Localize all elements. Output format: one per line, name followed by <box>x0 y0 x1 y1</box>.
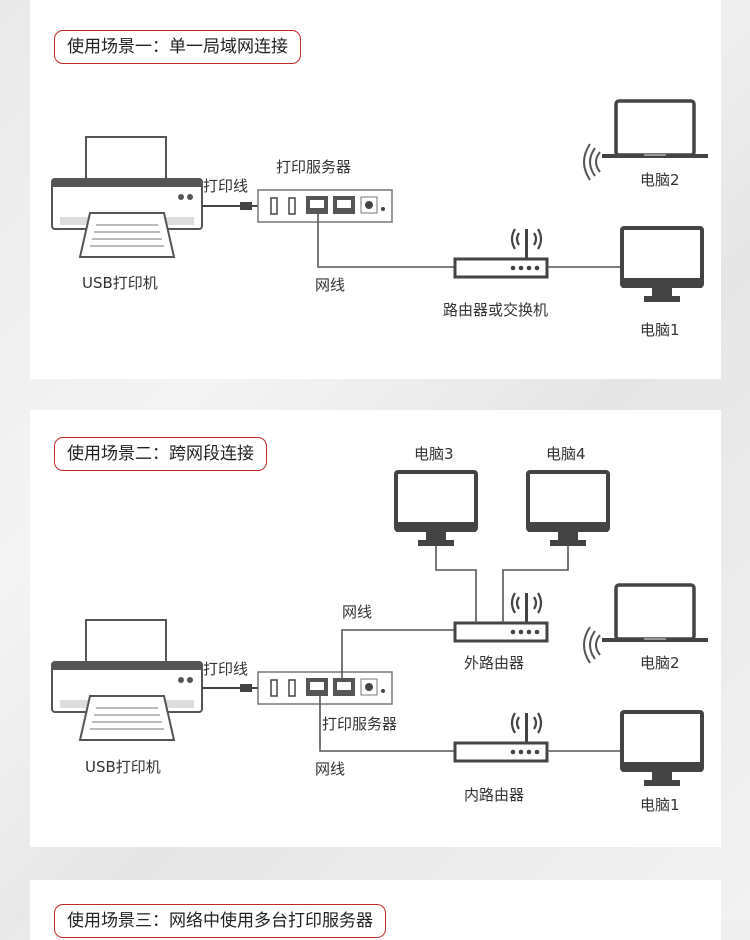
scene2-desktop-label: 电脑1 <box>640 796 680 814</box>
outer-router-icon <box>453 591 549 643</box>
network-cable-inner <box>319 696 455 752</box>
desktop-icon <box>620 710 704 788</box>
scene2-printer-label: USB打印机 <box>85 758 161 776</box>
cable-pc4 <box>502 545 569 623</box>
scene3-panel: 使用场景三：网络中使用多台打印服务器 <box>30 880 721 940</box>
scene1-print-cable-label: 打印线 <box>203 177 248 195</box>
network-cable-outer <box>341 629 455 680</box>
printer-icon <box>51 136 203 258</box>
scene2-network-cable-top-label: 网线 <box>342 603 372 621</box>
print-server-icon <box>257 189 393 223</box>
scene1-desktop-label: 电脑1 <box>640 321 680 339</box>
scene2-diagram: USB打印机 打印线 打印服务器 网线 网线 外路由器 内路由器 电脑3 电脑4… <box>51 445 710 814</box>
wifi-icon <box>583 626 601 664</box>
wifi-icon <box>583 143 601 181</box>
network-cable <box>317 214 455 268</box>
scene2-pc4-label: 电脑4 <box>546 445 586 463</box>
scene2-outer-router-label: 外路由器 <box>464 654 524 672</box>
network-diagrams: USB打印机 打印线 打印服务器 网线 路由器或交换机 电脑2 电脑1 USB打… <box>51 99 710 814</box>
pc3-icon <box>394 470 478 548</box>
scene2-print-cable-label: 打印线 <box>203 660 248 678</box>
cable-pc3 <box>435 545 477 623</box>
scene2-pc3-label: 电脑3 <box>414 445 454 463</box>
scene2-print-server-label: 打印服务器 <box>322 715 397 733</box>
laptop-icon <box>600 99 710 160</box>
scene1-router-label: 路由器或交换机 <box>443 301 548 319</box>
scene2-inner-router-label: 内路由器 <box>464 786 524 804</box>
inner-router-icon <box>453 711 549 763</box>
pc4-icon <box>526 470 610 548</box>
router-icon <box>453 227 549 279</box>
scene1-printer-label: USB打印机 <box>82 274 158 292</box>
scene2-laptop-label: 电脑2 <box>640 654 680 672</box>
printer-icon <box>51 619 203 741</box>
scene1-diagram: USB打印机 打印线 打印服务器 网线 路由器或交换机 电脑2 电脑1 <box>51 99 710 339</box>
laptop-icon <box>600 583 710 644</box>
scene2-network-cable-bottom-label: 网线 <box>315 760 345 778</box>
scene1-print-server-label: 打印服务器 <box>276 158 351 176</box>
print-server-icon <box>257 671 393 705</box>
scene1-laptop-label: 电脑2 <box>640 171 680 189</box>
scene1-network-cable-label: 网线 <box>315 276 345 294</box>
desktop-icon <box>620 226 704 304</box>
scene3-title: 使用场景三：网络中使用多台打印服务器 <box>54 904 386 938</box>
